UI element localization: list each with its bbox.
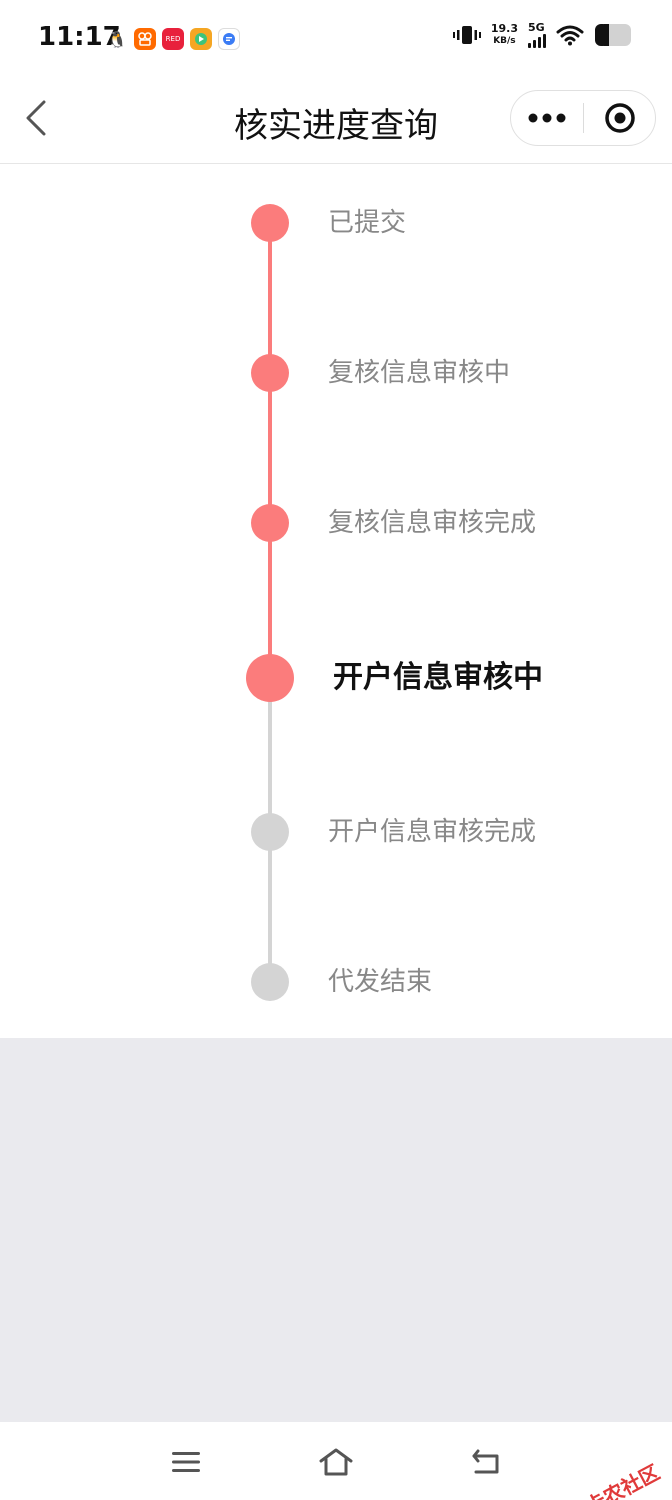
- kuaishou-icon: [134, 28, 156, 50]
- chevron-left-icon: [26, 100, 46, 136]
- menu-button[interactable]: [166, 1444, 206, 1480]
- timeline-connector: [268, 223, 272, 373]
- timeline-step-label: 已提交: [328, 208, 407, 238]
- capsule-divider: [583, 103, 584, 133]
- timeline-connector: [268, 523, 272, 678]
- timeline-step-label: 代发结束: [328, 967, 433, 997]
- watermark-text: 卡农社区: [581, 1459, 664, 1500]
- message-app-icon: [218, 28, 240, 50]
- watermark: 卡农社区: [557, 1456, 664, 1500]
- qq-icon: 🐧: [107, 29, 127, 49]
- timeline-connector: [268, 832, 272, 982]
- notification-app-icons: 🐧 RED: [106, 28, 240, 50]
- more-dots-icon: [528, 113, 566, 123]
- status-bar: 11:17 🐧 RED 19.3 KB/s: [0, 0, 672, 80]
- video-app-icon: [190, 28, 212, 50]
- timeline-connector: [268, 373, 272, 523]
- timeline-connector: [268, 678, 272, 832]
- timeline-node-done: [251, 354, 289, 392]
- network-type: 5G: [528, 21, 545, 34]
- timeline-node-done: [251, 504, 289, 542]
- status-indicators: 19.3 KB/s 5G: [452, 22, 634, 48]
- target-close-icon: [604, 103, 635, 133]
- battery-icon: [595, 24, 631, 46]
- miniprogram-capsule: [510, 90, 656, 146]
- timeline-node-current: [246, 654, 294, 702]
- vibrate-icon: [452, 26, 481, 44]
- wifi-icon: [556, 25, 584, 46]
- timeline-step-label: 开户信息审核完成: [328, 817, 537, 847]
- xiaohongshu-icon: RED: [162, 28, 184, 50]
- signal-bars-icon: [528, 34, 546, 48]
- timeline-step-label: 复核信息审核完成: [328, 508, 537, 538]
- status-time: 11:17: [38, 22, 121, 52]
- timeline-step-label: 复核信息审核中: [328, 358, 511, 388]
- more-button[interactable]: [511, 91, 583, 145]
- close-miniprogram-button[interactable]: [584, 91, 655, 145]
- nav-bar: 核实进度查询: [0, 80, 672, 164]
- menu-icon: [172, 1452, 200, 1472]
- home-button[interactable]: [316, 1444, 356, 1480]
- page-title: 核实进度查询: [234, 106, 438, 146]
- back-button[interactable]: [16, 96, 56, 140]
- cellular-signal: 5G: [528, 22, 546, 48]
- empty-area: [0, 1038, 672, 1422]
- timeline-node-pending: [251, 813, 289, 851]
- timeline-node-pending: [251, 963, 289, 1001]
- return-icon: [472, 1449, 499, 1474]
- network-speed-value: 19.3: [490, 22, 518, 35]
- timeline-step-label: 开户信息审核中: [333, 660, 543, 695]
- progress-timeline: 已提交复核信息审核中复核信息审核完成开户信息审核中开户信息审核完成代发结束: [0, 165, 672, 1038]
- timeline-node-done: [251, 204, 289, 242]
- home-icon: [319, 1448, 353, 1476]
- network-speed-unit: KB/s: [493, 36, 516, 46]
- back-system-button[interactable]: [466, 1444, 506, 1480]
- system-nav-bar: 卡农社区: [0, 1422, 672, 1500]
- network-speed: 19.3 KB/s: [491, 23, 518, 47]
